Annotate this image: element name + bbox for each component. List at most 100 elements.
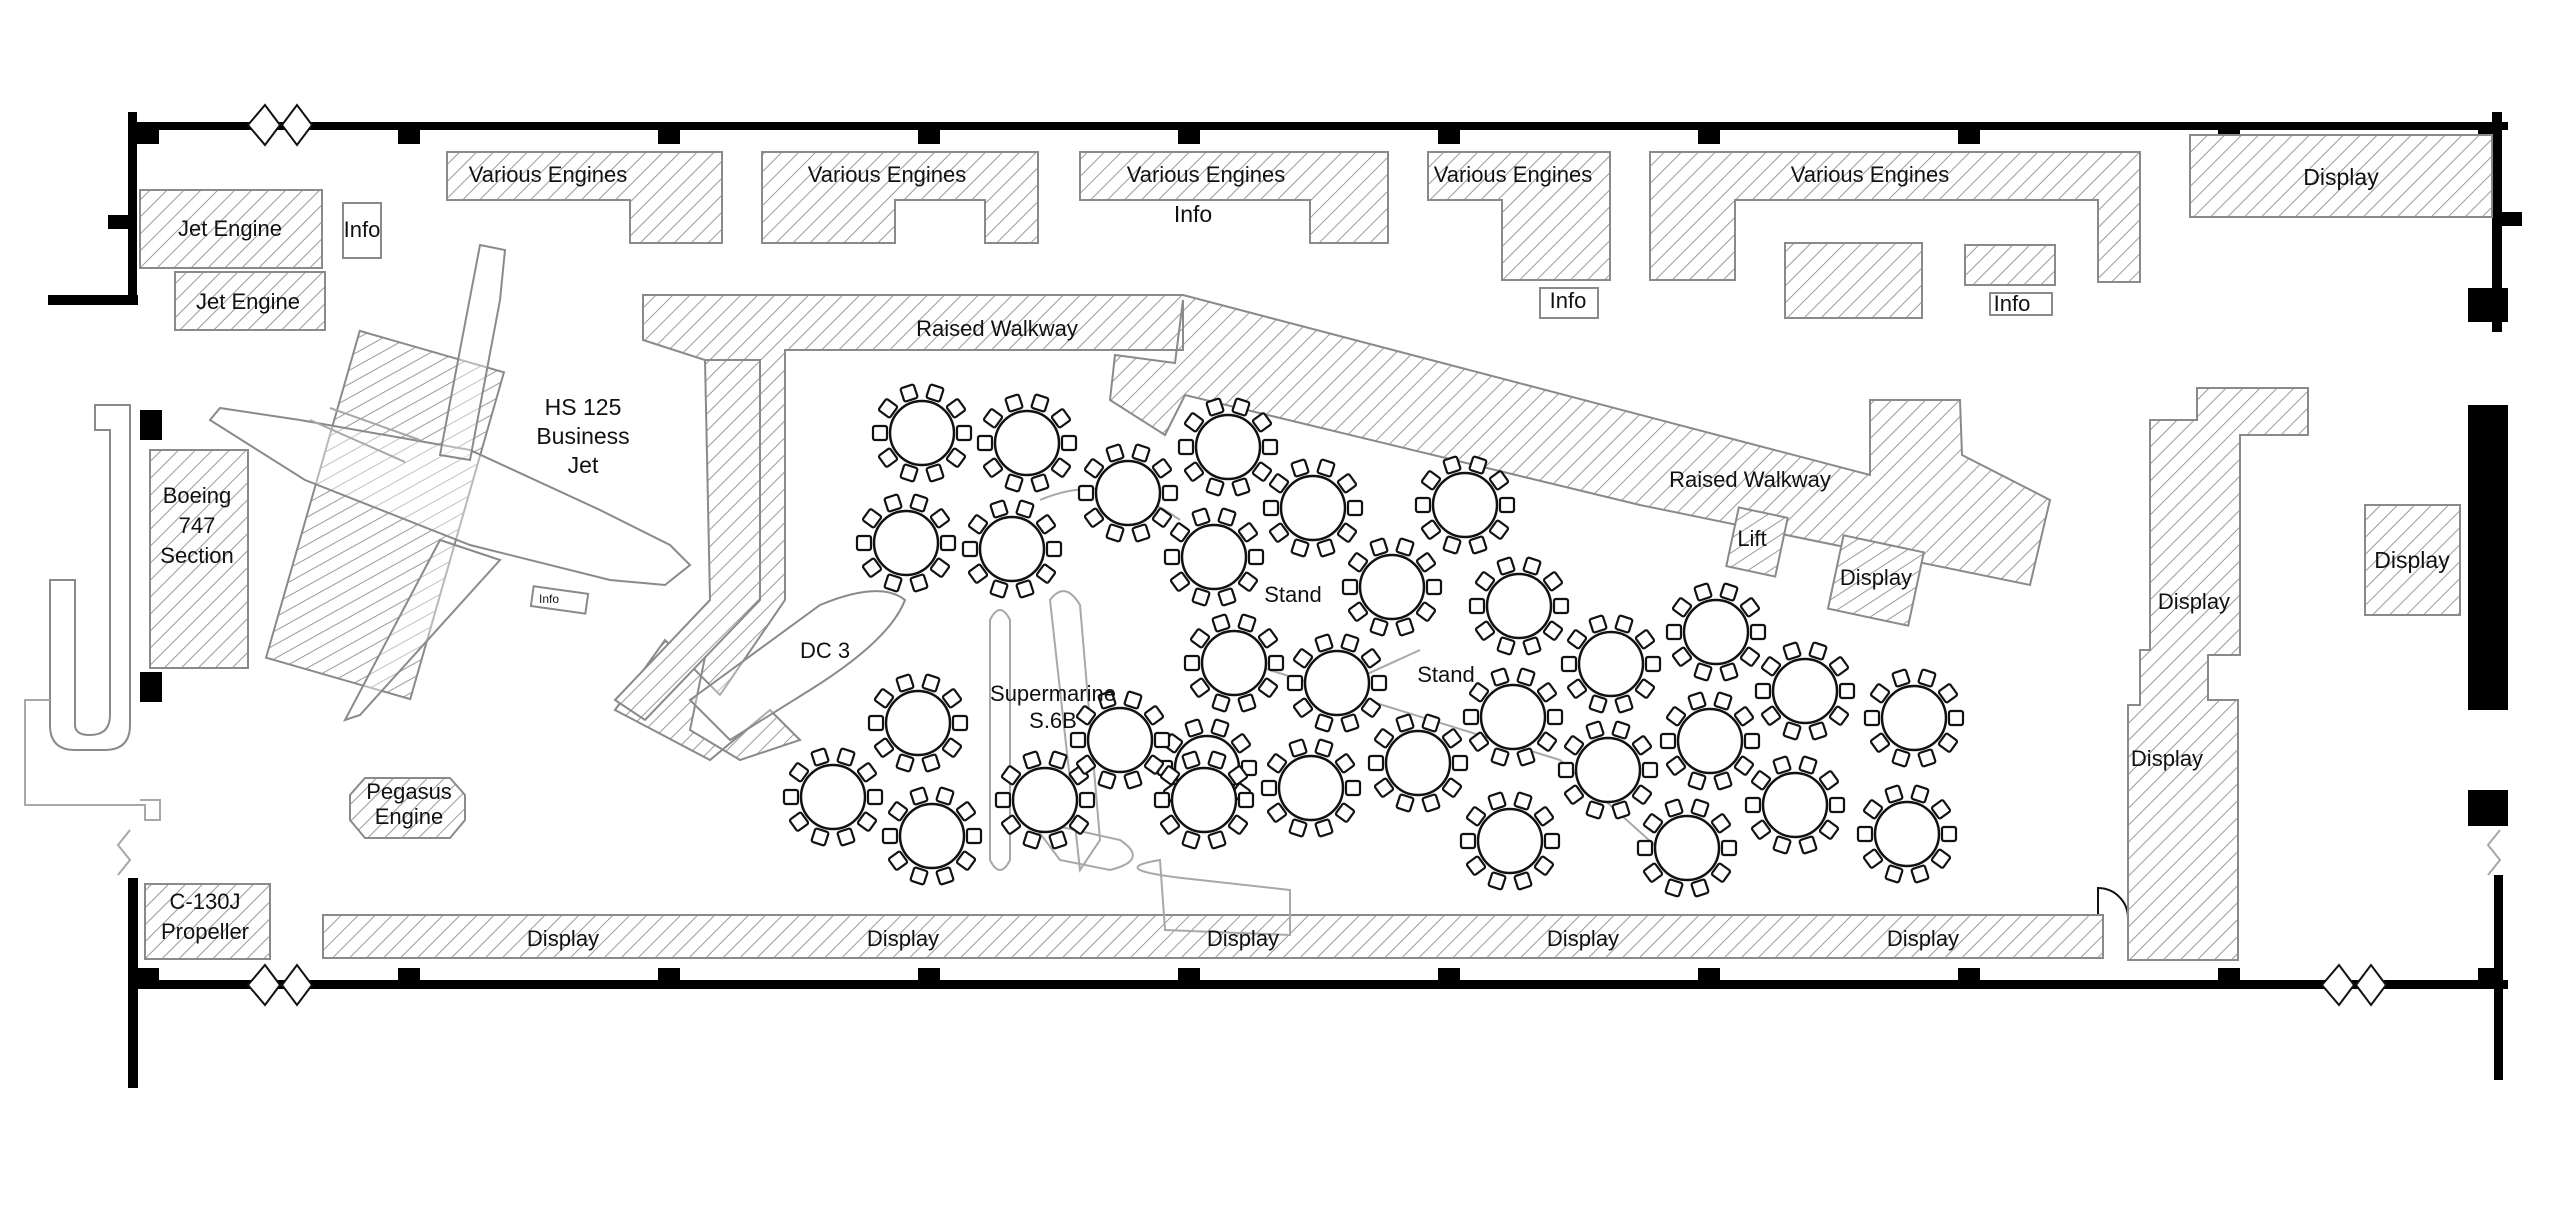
chair (1266, 802, 1288, 823)
round-table (1069, 690, 1171, 790)
chair (1641, 761, 1659, 779)
chair (976, 434, 994, 452)
chair (1522, 556, 1542, 576)
chair (1665, 755, 1687, 776)
chair (1533, 855, 1555, 876)
chair (1191, 587, 1211, 607)
round-table (1153, 750, 1255, 850)
chair (965, 827, 983, 845)
chair (1395, 793, 1415, 813)
chair (1713, 771, 1733, 791)
chair (871, 424, 889, 442)
chair (1231, 477, 1251, 497)
round-table (1367, 713, 1469, 813)
chair (1286, 674, 1304, 692)
chair (909, 866, 929, 886)
chair (1231, 397, 1251, 417)
chair (895, 673, 915, 693)
chair (1290, 538, 1310, 558)
chair (1347, 601, 1369, 622)
label-c130j-line2: Propeller (161, 919, 249, 944)
label-display-bottom-4: Display (1547, 926, 1619, 951)
label-pegasus-line1: Pegasus (366, 779, 452, 804)
chair (1488, 470, 1510, 491)
chair (1360, 648, 1382, 669)
chair (1035, 563, 1057, 584)
chair (1451, 754, 1469, 772)
left-wall-lower (128, 878, 138, 1088)
chair (1237, 613, 1257, 633)
chair (1760, 656, 1782, 677)
table-top (1170, 766, 1238, 834)
chair (873, 737, 895, 758)
chair (1733, 755, 1755, 776)
chair (873, 688, 895, 709)
chair (1257, 677, 1279, 698)
display-zone-top-right (2189, 134, 2493, 218)
chair (945, 398, 967, 419)
chair (1420, 470, 1442, 491)
round-table (1163, 507, 1265, 607)
chair (881, 827, 899, 845)
chair (1910, 784, 1930, 804)
chair (1754, 682, 1772, 700)
display-zone-right-column (2127, 387, 2309, 961)
table-top (884, 689, 952, 757)
chair (1131, 443, 1151, 463)
various-engines-zone-5 (1649, 151, 2141, 283)
wall-pillar (1698, 968, 1720, 982)
engine-block-b (1964, 244, 2056, 286)
chair (1237, 571, 1259, 592)
chair (1004, 473, 1024, 493)
chair (1421, 793, 1441, 813)
chair (887, 801, 909, 822)
chair (1048, 830, 1068, 850)
chair (1750, 819, 1772, 840)
label-display-right-upper: Display (2158, 589, 2230, 614)
table-top (1682, 598, 1750, 666)
label-info-box-4: Info (539, 592, 559, 606)
door-left-zigzag (116, 829, 132, 876)
chair (935, 786, 955, 806)
chair (1183, 412, 1205, 433)
chair (1664, 878, 1684, 898)
chair (1068, 814, 1090, 835)
chair (1940, 825, 1958, 843)
round-table (881, 786, 983, 886)
chair (1207, 830, 1227, 850)
chair (1292, 648, 1314, 669)
chair (1808, 721, 1828, 741)
chair (1631, 784, 1653, 805)
label-various-engines-4: Various Engines (1434, 162, 1593, 187)
c130j-propeller-zone (144, 883, 271, 960)
chair (1930, 799, 1952, 820)
wall-pillar (918, 968, 940, 982)
round-table (1744, 755, 1846, 855)
left-wall-upper (128, 112, 137, 304)
chair (1153, 791, 1171, 809)
table-top (1771, 657, 1839, 725)
chair (1316, 458, 1336, 478)
round-table (1659, 691, 1761, 791)
chair (1078, 791, 1096, 809)
chair (1710, 862, 1732, 883)
wall-pillar (137, 130, 159, 144)
wall-pillar (2218, 968, 2240, 982)
chair (1414, 496, 1432, 514)
chair (989, 579, 1009, 599)
chair (1035, 514, 1057, 535)
hs125-business-jet-outline (208, 243, 692, 722)
chair (1828, 656, 1850, 677)
chair (1083, 458, 1105, 479)
chair (1181, 830, 1201, 850)
label-hs125-line1: HS 125 (545, 394, 622, 420)
chair (1937, 732, 1959, 753)
chair (1415, 601, 1437, 622)
chair (899, 463, 919, 483)
label-c130j-line1: C-130J (170, 889, 241, 914)
various-engines-zone-3 (1079, 151, 1389, 244)
chair (856, 762, 878, 783)
door-top-left (246, 103, 314, 147)
chair (1075, 754, 1097, 775)
round-table (1262, 458, 1364, 558)
